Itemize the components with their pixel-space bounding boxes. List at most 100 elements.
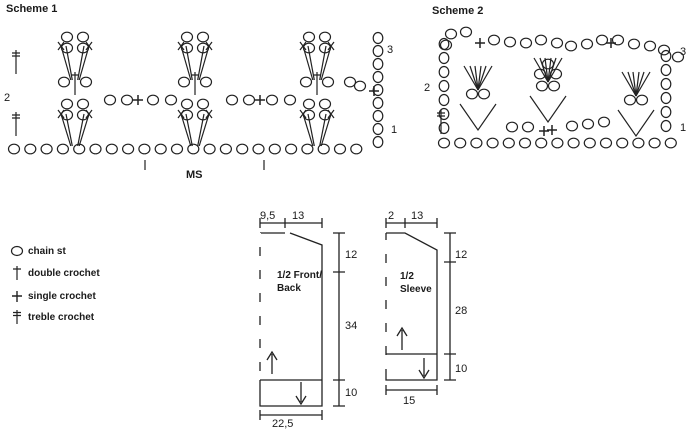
chain-stitch [138,143,151,155]
sleeve-dim-right-mid: 28 [455,305,468,317]
chain-stitch [616,137,629,149]
stitch-stroke [621,71,637,97]
chain-stitch [459,26,473,38]
chain-stitch [595,34,609,46]
chain-stitch [438,51,450,65]
sleeve-dim-right-bottom: 10 [455,363,468,375]
chain-stitch [236,143,249,155]
chain-stitch [438,121,450,135]
chain-stitch [635,94,649,106]
legend-label: double crochet [28,267,100,279]
chain-stitch [265,94,279,106]
stitch-stroke [307,45,315,81]
chain-stitch [60,98,74,110]
chain-stitch [242,94,256,106]
chain-stitch [597,116,611,128]
chain-stitch [521,121,535,133]
front-back-dim-top-right: 13 [292,210,305,222]
stitch-stroke [185,113,193,147]
stitch-stroke [319,113,327,147]
stitch-stroke [627,71,637,97]
chain-stitch [671,51,685,63]
chain-stitch [89,143,102,155]
crossed-stitch [177,41,213,51]
sleeve-label: 1/2 Sleeve [400,271,432,295]
chain-stitch [437,137,451,149]
legend-label: single crochet [28,290,96,302]
chain-stitch [350,143,363,155]
chain-stitch [40,143,53,155]
single-crochet [606,38,616,48]
chain-stitch [503,36,517,48]
chain-stitch [470,137,483,149]
crossed-stitch [177,109,213,119]
front-back-dim-right-mid: 34 [345,320,358,332]
sleeve-dim-top-right: 13 [411,210,424,222]
stitch-stroke [198,45,210,81]
sleeve-vertical-dim [444,232,456,381]
chain-stitch [302,31,316,43]
chain-stitch [180,98,194,110]
sleeve-outline [385,232,438,381]
crossed-stitch [57,109,93,119]
chain-stitch [643,40,657,52]
single-crochet [369,86,379,96]
chain-stitch [318,98,332,110]
chain-stitch [660,91,672,105]
stitch-stroke [477,65,493,91]
chain-stitch [550,37,564,49]
chain-stitch [372,96,384,110]
legend-label: chain st [28,245,66,257]
stitch-stroke [78,45,90,81]
chain-stitch [302,98,316,110]
chain-stitch [632,137,645,149]
double-crochet-icon [13,266,21,280]
v-stitch [617,109,655,138]
chain-stitch [535,80,549,92]
legend-item-single-crochet: single crochet [8,288,96,304]
schematics [259,218,456,420]
legend-item-double-crochet: double crochet [8,265,100,281]
chain-stitch [551,137,564,149]
stitch-stroke [77,113,85,147]
chain-stitch [177,76,191,88]
treble-crochet [12,112,20,136]
chain-stitch [283,94,297,106]
stitch-stroke [302,45,314,81]
chain-stitch [76,98,90,110]
stitch-stroke [60,45,72,81]
chain-stitch [76,31,90,43]
scheme-2-chart [437,26,685,149]
chain-stitch [317,143,330,155]
chain-stitch [372,109,384,123]
sleeve-dim-right-top: 12 [455,249,468,261]
scheme-1-row-1-label: 1 [391,124,398,136]
chain-stitch [219,143,232,155]
scheme-2-row-1-label: 1 [680,122,687,134]
single-crochet [475,38,485,48]
chain-stitch [372,83,384,97]
chain-stitch [581,118,595,130]
chain-stitch [353,80,367,92]
crossed-stitch [299,41,335,51]
chain-stitch [187,143,200,155]
chain-stitch [164,94,178,106]
chain-stitch [301,143,314,155]
chain-stitch [122,143,135,155]
chain-stitch [505,121,519,133]
double-crochet [71,72,79,95]
stitch-stroke [469,65,479,91]
chain-stitch [372,44,384,58]
chain-stitch [465,88,479,100]
down-arrow-icon [295,382,307,406]
chain-stitch [535,137,548,149]
chain-stitch [657,44,671,56]
scheme-1-chart [7,31,384,170]
chain-stitch [318,31,332,43]
stitch-stroke [78,113,90,147]
single-crochet [255,95,265,105]
legend-item-chain: chain st [8,243,66,259]
chain-stitch [299,76,313,88]
stitch-stroke [635,71,640,97]
